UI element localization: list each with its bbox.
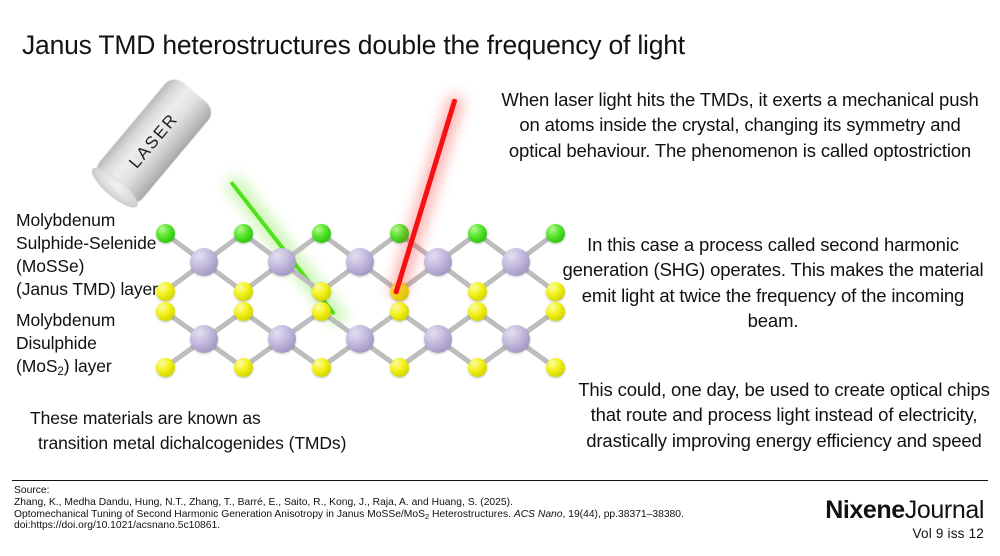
sulphur-atom xyxy=(311,281,331,301)
tmd-note-line2: transition metal dichalcogenides (TMDs) xyxy=(38,433,347,453)
mos2-subscript: 2 xyxy=(57,366,64,378)
laser-label: LASER xyxy=(125,109,183,172)
source-citation: Source: Zhang, K., Medha Dandu, Hung, N.… xyxy=(14,485,734,532)
crystal-lattice-diagram: LASER xyxy=(86,74,565,377)
brand-name-regular: Journal xyxy=(904,496,985,524)
molybdenum-atom xyxy=(268,325,296,353)
sulphur-atom xyxy=(545,357,565,377)
tmd-definition-note: These materials are known as transition … xyxy=(30,406,346,456)
citation-details: , 19(44), pp.38371–38380. doi:https://do… xyxy=(14,508,684,532)
molybdenum-atom xyxy=(424,248,452,276)
mos2-layer-label-line3: (MoS2) layer xyxy=(16,355,115,381)
sulphur-atom xyxy=(467,281,487,301)
page-title: Janus TMD heterostructures double the fr… xyxy=(22,29,685,60)
sulphur-atom xyxy=(389,301,409,321)
mos2-layer-label-line2: Disulphide xyxy=(16,333,97,353)
sulphur-atom xyxy=(233,301,253,321)
selenium-atom xyxy=(467,223,487,243)
molybdenum-atom xyxy=(502,248,530,276)
molybdenum-atom xyxy=(502,325,530,353)
citation-title-tail: Heterostructures. xyxy=(429,508,514,520)
journal-brand: NixeneJournal Vol 9 iss 12 xyxy=(825,496,984,541)
janus-layer-label-line2: Sulphide-Selenide xyxy=(16,233,157,253)
sulphur-atom xyxy=(311,301,331,321)
selenium-atom xyxy=(311,223,331,243)
selenium-atom xyxy=(545,223,565,243)
sulphur-atom xyxy=(467,301,487,321)
molybdenum-atom xyxy=(190,248,218,276)
molybdenum-atom xyxy=(268,248,296,276)
janus-layer-label: Molybdenum Sulphide-Selenide (MoSSe) (Ja… xyxy=(16,209,158,301)
citation-journal: ACS Nano xyxy=(513,508,563,520)
paragraph-applications: This could, one day, be used to create o… xyxy=(578,378,990,451)
citation-authors: Zhang, K., Medha Dandu, Hung, N.T., Zhan… xyxy=(14,496,513,508)
selenium-atom xyxy=(155,223,175,243)
citation-title: Optomechanical Tuning of Second Harmonic… xyxy=(14,508,425,520)
paragraph-shg: In this case a process called second har… xyxy=(562,233,984,332)
mos2-formula-tail: ) layer xyxy=(63,356,112,376)
sulphur-atom xyxy=(233,357,253,377)
sulphur-atom xyxy=(233,281,253,301)
laser-device: LASER xyxy=(86,74,216,214)
sulphur-atom xyxy=(155,357,175,377)
paragraph-optostriction: When laser light hits the TMDs, it exert… xyxy=(501,88,979,161)
sulphur-atom xyxy=(311,357,331,377)
footer-divider xyxy=(12,480,988,481)
laser-label-wrap: LASER xyxy=(92,75,216,208)
brand-name-bold: Nixene xyxy=(825,496,905,524)
tmd-note-line1: These materials are known as xyxy=(30,408,261,428)
brand-name: NixeneJournal xyxy=(825,496,984,524)
sulphur-atom xyxy=(545,301,565,321)
sulphur-atom xyxy=(467,357,487,377)
sulphur-atom xyxy=(155,301,175,321)
molybdenum-atom xyxy=(346,325,374,353)
janus-layer-label-line3: (MoSSe) xyxy=(16,256,85,276)
molybdenum-atom xyxy=(190,325,218,353)
issue-number: Vol 9 iss 12 xyxy=(912,526,984,541)
janus-layer-label-line4: (Janus TMD) layer xyxy=(16,279,158,299)
citation-title-subscript: 2 xyxy=(424,511,430,521)
molybdenum-atom xyxy=(424,325,452,353)
sulphur-atom xyxy=(389,357,409,377)
citation-body: Optomechanical Tuning of Second Harmonic… xyxy=(14,509,734,533)
mos2-formula-prefix: (MoS xyxy=(16,356,58,376)
sulphur-atom xyxy=(545,281,565,301)
source-heading: Source: xyxy=(14,485,50,496)
sulphur-atom xyxy=(155,281,175,301)
janus-layer-label-line1: Molybdenum xyxy=(16,210,116,230)
selenium-atom xyxy=(233,223,253,243)
molybdenum-atom xyxy=(346,248,374,276)
mos2-layer-label-line1: Molybdenum xyxy=(16,310,116,330)
mos2-layer-label: Molybdenum Disulphide (MoS2) layer xyxy=(16,309,115,381)
